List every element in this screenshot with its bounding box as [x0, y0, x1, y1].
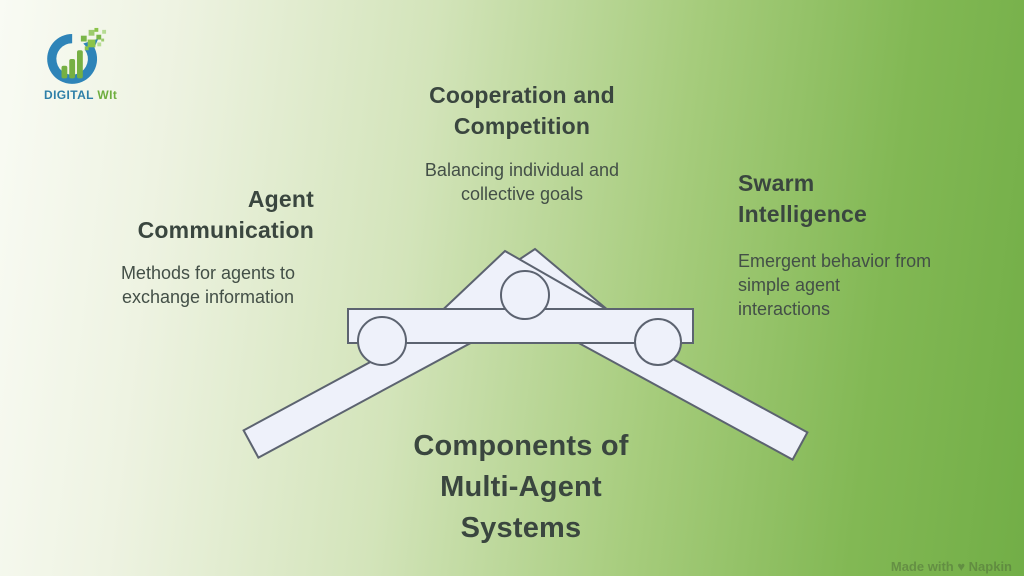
- brand-name-secondary: WIt: [93, 88, 118, 102]
- section-description: Balancing individual and collective goal…: [424, 160, 620, 204]
- watermark-text: Made with ♥ Napkin: [890, 559, 1012, 574]
- brand-logo: DIGITAL WIt: [44, 26, 134, 102]
- center-pivot-circle: [500, 270, 550, 320]
- section-swarm-intelligence: Swarm Intelligence Emergent behavior fro…: [738, 168, 978, 321]
- section-description: Methods for agents to exchange informati…: [120, 263, 296, 307]
- brand-name-primary: DIGITAL: [44, 88, 94, 102]
- growth-chart-arrow-icon: [47, 27, 107, 84]
- section-cooperation-competition: Cooperation and Competition Balancing in…: [372, 80, 672, 206]
- right-pivot-circle: [634, 318, 682, 366]
- section-description: Emergent behavior from simple agent inte…: [738, 251, 932, 319]
- section-title: Swarm Intelligence: [738, 170, 867, 227]
- section-title: Agent Communication: [137, 186, 314, 243]
- section-title: Cooperation and Competition: [429, 82, 615, 139]
- page-title: Components of Multi-Agent Systems: [413, 430, 629, 544]
- brand-name: DIGITAL WIt: [44, 88, 134, 102]
- section-agent-communication: Agent Communication Methods for agents t…: [102, 184, 314, 309]
- left-pivot-circle: [357, 316, 407, 366]
